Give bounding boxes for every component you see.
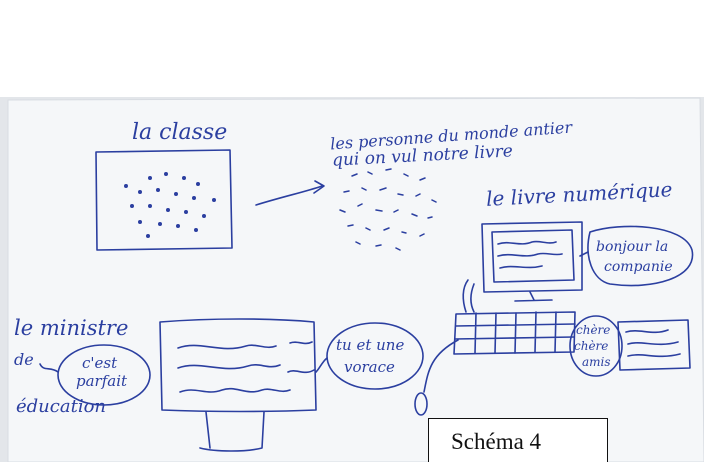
minister-label-line3: éducation (16, 396, 106, 417)
screen-line (497, 252, 563, 257)
minister-monitor (159, 318, 317, 413)
minister-speech-bubble (57, 344, 151, 406)
classroom-box (95, 149, 233, 251)
figure-caption: Schéma 4 (451, 429, 542, 454)
reply-speech-line2: vorace (344, 358, 395, 376)
monitor-stand (199, 411, 265, 452)
minister-label-line1: le ministre (14, 316, 129, 340)
ebook-monitor (481, 221, 583, 293)
ebook-speech-line2: companie (604, 259, 673, 275)
reply-speech-line1: tu et une (336, 336, 405, 354)
friends-speech-line1: chère (576, 323, 611, 337)
ebook-speech-line1: bonjour la (596, 239, 669, 255)
bubble-tail (315, 357, 328, 373)
letter-box (617, 319, 691, 371)
bubble-tail (39, 363, 59, 373)
screen-line (179, 387, 291, 393)
letter-lines (625, 329, 681, 358)
cable-squiggle (462, 279, 475, 313)
minister-speech-line1: c'est (82, 354, 118, 372)
arrow-line (255, 185, 323, 206)
arrow-head (313, 180, 325, 194)
friends-speech-line3: amis (582, 355, 611, 369)
screen-line (177, 364, 315, 374)
figure-caption-box: Schéma 4 (428, 418, 608, 462)
monitor-stand (514, 291, 553, 302)
paper-sheet (7, 97, 704, 462)
friends-speech-line2: chère (574, 339, 609, 353)
ebook-screen (491, 229, 575, 283)
minister-speech-line2: parfait (76, 372, 128, 390)
minister-label-line2: de (14, 350, 34, 369)
classroom-students (124, 172, 216, 238)
bubble-tail (579, 251, 589, 257)
screen-line (497, 240, 557, 245)
screen-line (499, 265, 543, 269)
ebook-speech-bubble (587, 225, 694, 287)
keyboard-keys (454, 311, 576, 354)
world-crowd (339, 168, 437, 251)
screen-line (177, 341, 313, 350)
reply-speech-bubble (326, 322, 424, 390)
mouse-cable (423, 339, 459, 393)
friends-speech-bubble (569, 315, 623, 377)
mouse (414, 392, 428, 416)
classroom-label: la classe (132, 120, 228, 145)
